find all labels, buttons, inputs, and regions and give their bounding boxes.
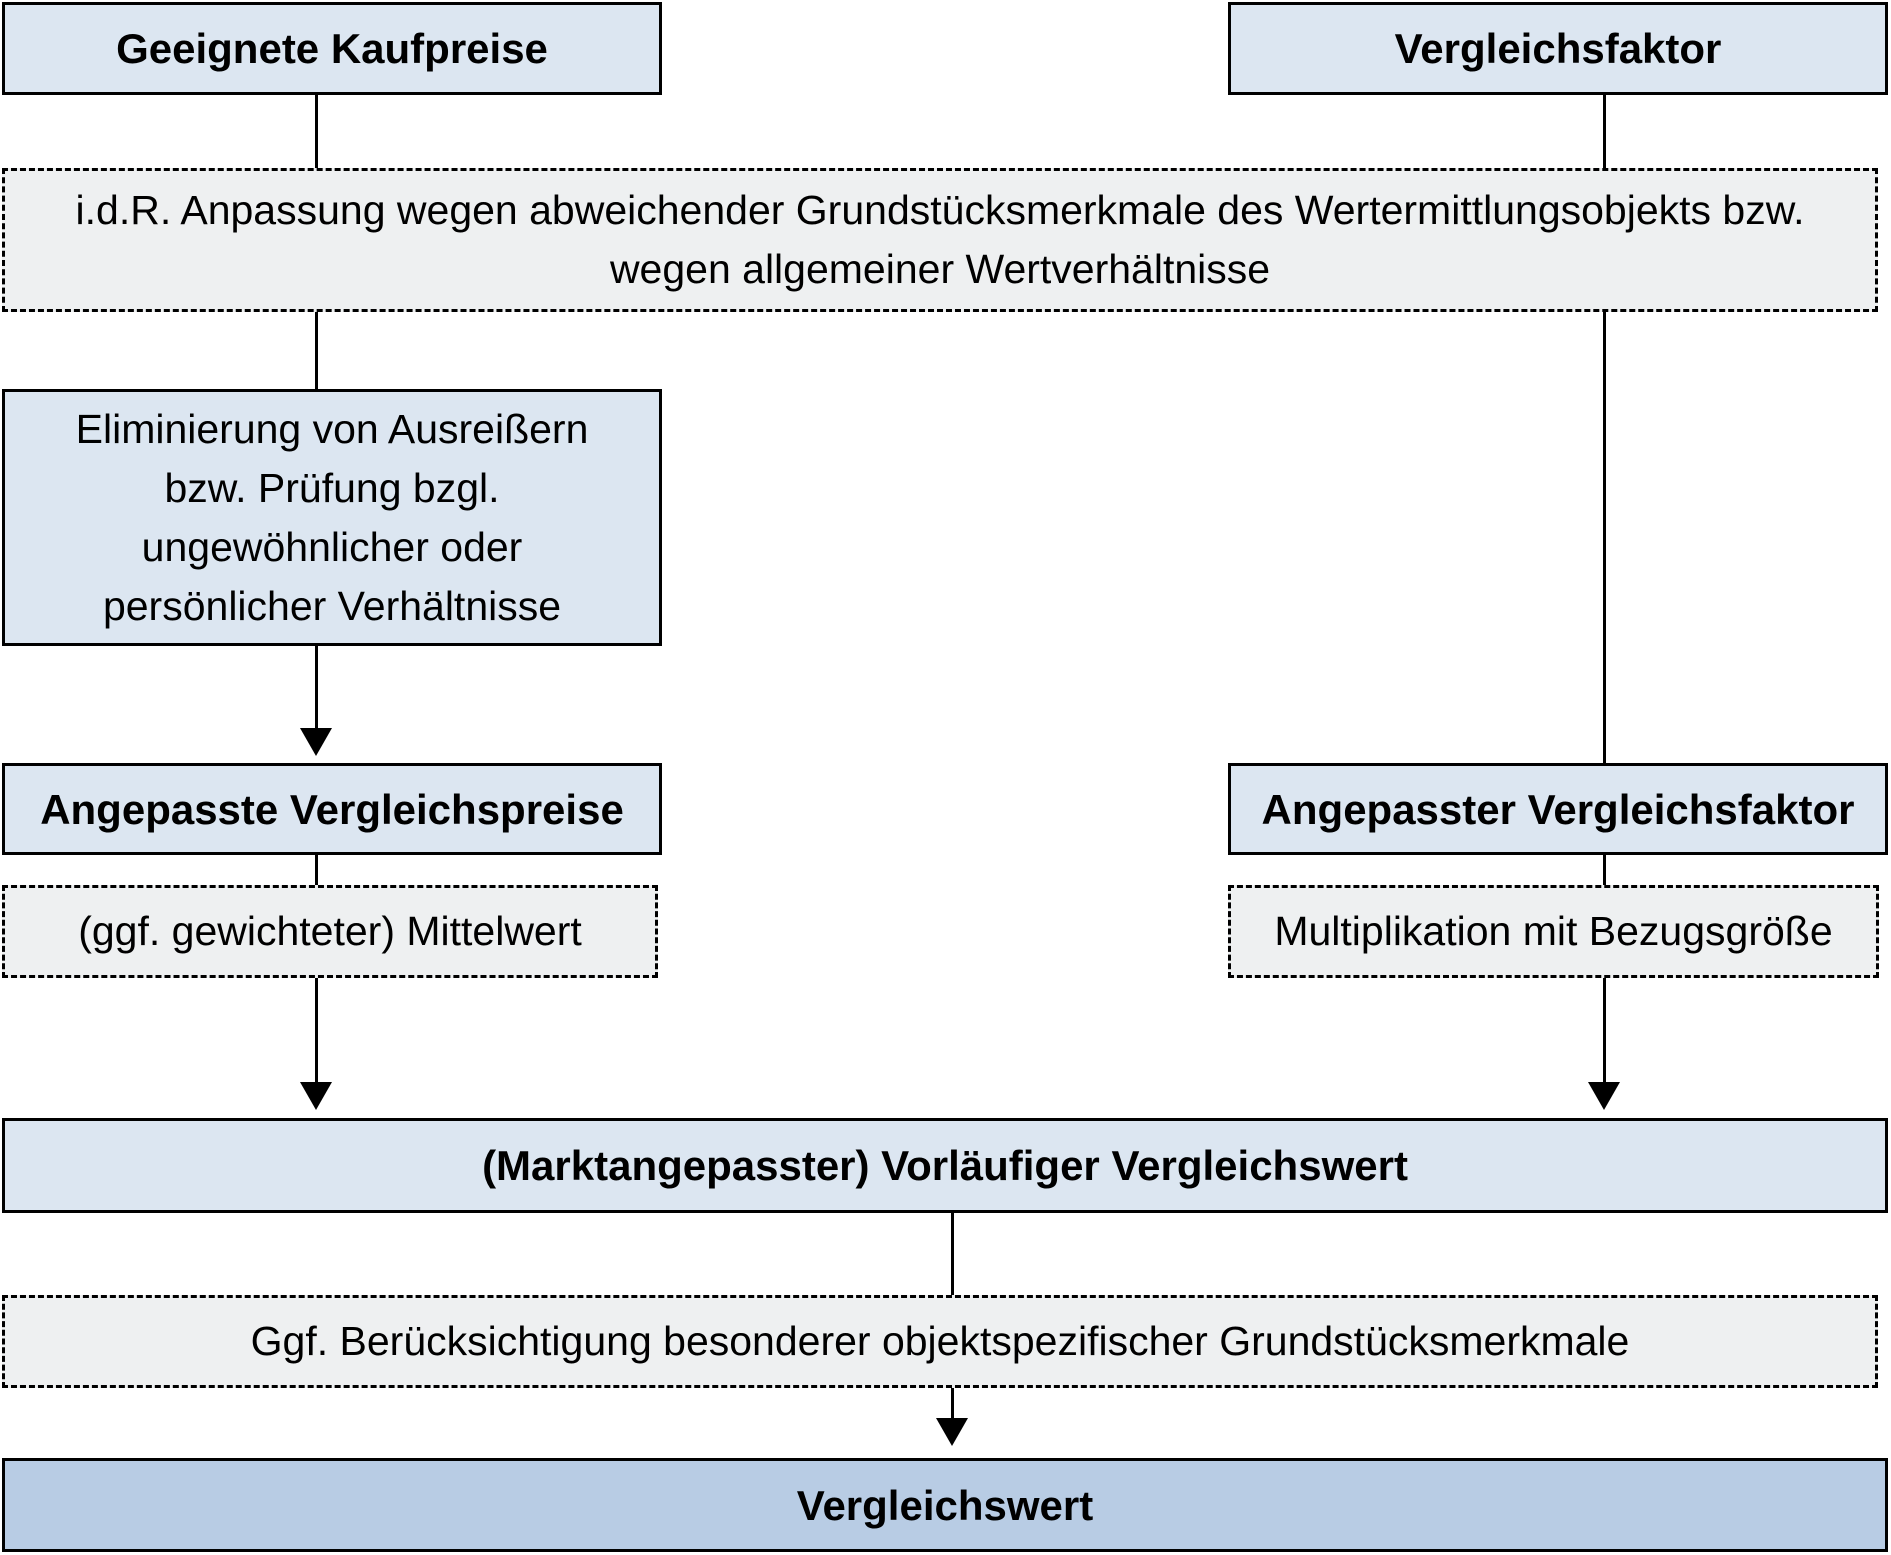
box-angepasste-vergleichspreise: Angepasste Vergleichspreise <box>2 763 662 855</box>
box-anpassung-label: i.d.R. Anpassung wegen abweichender Grun… <box>75 187 1805 292</box>
arrowhead-to-vergleichswert <box>936 1418 968 1446</box>
connector-line-anpassung-to-eliminierung <box>315 312 318 389</box>
arrowhead-to-vergleichspreise <box>300 728 332 756</box>
box-vergleichswert-label: Vergleichswert <box>796 1481 1094 1529</box>
box-angepasste-vergleichspreise-label: Angepasste Vergleichspreise <box>40 785 624 833</box>
box-beruecksichtigung: Ggf. Berücksichtigung besonderer objekts… <box>2 1295 1878 1388</box>
connector-line-faktor-to-multiplikation <box>1603 855 1606 885</box>
box-multiplikation-label: Multiplikation mit Bezugsgröße <box>1274 908 1833 954</box>
connector-line-vorlaeufig-to-beruecksichtigung <box>951 1213 954 1295</box>
box-geeignete-kaufpreise-label: Geeignete Kaufpreise <box>116 25 548 72</box>
connector-line-eliminierung-to-vergleichspreise <box>315 646 318 728</box>
box-anpassung: i.d.R. Anpassung wegen abweichender Grun… <box>2 168 1878 312</box>
box-mittelwert-label: (ggf. gewichteter) Mittelwert <box>78 908 582 954</box>
box-mittelwert: (ggf. gewichteter) Mittelwert <box>2 885 658 978</box>
box-multiplikation: Multiplikation mit Bezugsgröße <box>1228 885 1879 978</box>
box-angepasster-vergleichsfaktor-label: Angepasster Vergleichsfaktor <box>1261 785 1855 833</box>
box-beruecksichtigung-label: Ggf. Berücksichtigung besonderer objekts… <box>250 1318 1630 1364</box>
box-eliminierung: Eliminierung von Ausreißern bzw. Prüfung… <box>2 389 662 646</box>
connector-line-vergleichspreise-to-mittelwert <box>315 855 318 885</box>
connector-line-beruecksichtigung-to-vergleichswert <box>951 1388 954 1418</box>
box-vergleichswert: Vergleichswert <box>2 1458 1888 1552</box>
connector-line-kaufpreise-to-anpassung <box>315 95 318 168</box>
arrowhead-right-to-vorlaeufig <box>1588 1082 1620 1110</box>
connector-line-vergleichsfaktor-to-anpassung <box>1603 95 1606 168</box>
box-vergleichsfaktor: Vergleichsfaktor <box>1228 2 1888 95</box>
connector-line-mittelwert-to-vorlaeufig <box>315 978 318 1082</box>
connector-line-multiplikation-to-vorlaeufig <box>1603 978 1606 1082</box>
box-vorlaeufiger-vergleichswert-label: (Marktangepasster) Vorläufiger Vergleich… <box>482 1142 1408 1189</box>
box-geeignete-kaufpreise: Geeignete Kaufpreise <box>2 2 662 95</box>
box-vergleichsfaktor-label: Vergleichsfaktor <box>1394 25 1722 72</box>
arrowhead-left-to-vorlaeufig <box>300 1082 332 1110</box>
box-vorlaeufiger-vergleichswert: (Marktangepasster) Vorläufiger Vergleich… <box>2 1118 1888 1213</box>
connector-line-anpassung-to-angepasster-faktor <box>1603 312 1606 763</box>
box-angepasster-vergleichsfaktor: Angepasster Vergleichsfaktor <box>1228 763 1888 855</box>
box-eliminierung-label: Eliminierung von Ausreißern bzw. Prüfung… <box>75 405 589 629</box>
